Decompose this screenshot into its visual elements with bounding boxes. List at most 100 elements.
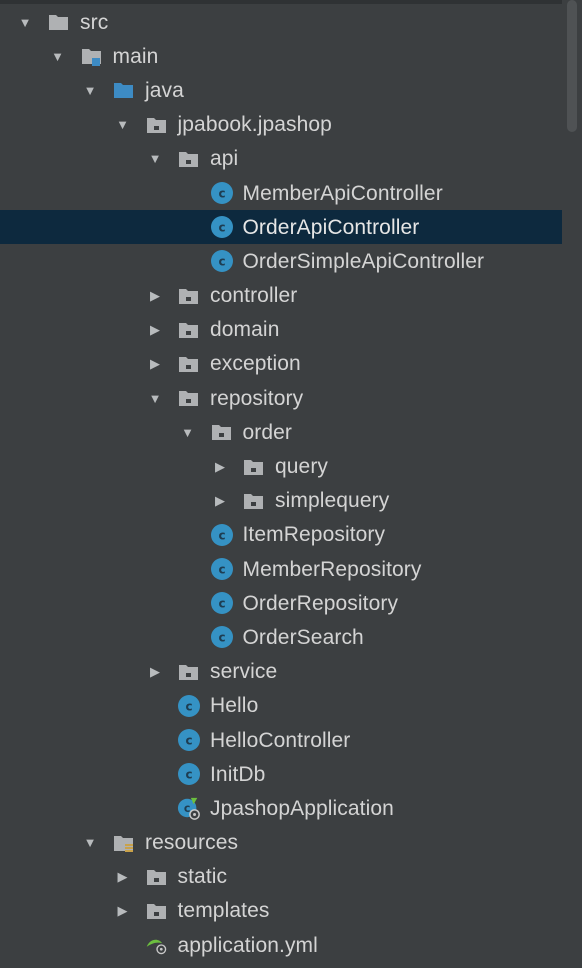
collapse-arrow-icon[interactable]: ▼ xyxy=(148,390,162,406)
package-icon xyxy=(177,660,201,684)
package-icon xyxy=(177,318,201,342)
tree-row[interactable]: ▼ order xyxy=(0,415,562,449)
class-icon: c xyxy=(177,762,201,786)
expand-arrow-icon[interactable]: ▶ xyxy=(215,459,225,475)
tree-row[interactable]: c OrderRepository xyxy=(0,586,562,620)
collapse-arrow-icon[interactable]: ▼ xyxy=(83,835,97,851)
tree-row-label: query xyxy=(275,455,329,479)
collapse-arrow-icon[interactable]: ▼ xyxy=(18,14,32,30)
tree-row[interactable]: c InitDb xyxy=(0,757,562,791)
tree-row-label: service xyxy=(210,660,278,684)
tree-row-label: JpashopApplication xyxy=(210,796,394,820)
expand-arrow-icon[interactable]: ▶ xyxy=(150,356,160,372)
svg-text:c: c xyxy=(218,255,225,269)
expand-arrow-icon[interactable]: ▶ xyxy=(150,288,160,304)
tree-row-label: controller xyxy=(210,284,298,308)
tree-row-label: OrderRepository xyxy=(242,591,399,615)
tree-row[interactable]: ▼java xyxy=(0,73,562,107)
package-icon xyxy=(177,352,201,376)
expand-arrow-icon[interactable]: ▶ xyxy=(215,493,225,509)
tree-row[interactable]: ▼ repository xyxy=(0,381,562,415)
tree-row-label: order xyxy=(242,420,293,444)
resources-folder-icon xyxy=(112,831,136,855)
package-icon xyxy=(210,420,234,444)
package-icon xyxy=(145,899,169,923)
svg-text:c: c xyxy=(185,699,192,713)
tree-row[interactable]: application.yml xyxy=(0,928,562,962)
class-icon: c xyxy=(210,215,234,239)
vertical-scrollbar[interactable] xyxy=(562,0,582,968)
tree-row-label: jpabook.jpashop xyxy=(177,113,332,137)
package-icon xyxy=(177,386,201,410)
collapse-arrow-icon[interactable]: ▼ xyxy=(148,151,162,167)
collapse-arrow-icon[interactable]: ▼ xyxy=(181,424,194,440)
source-folder-icon xyxy=(112,78,136,102)
tree-row[interactable]: ▶ exception xyxy=(0,347,562,381)
class-icon: c xyxy=(177,728,201,752)
svg-text:c: c xyxy=(218,563,225,577)
tree-row-label: application.yml xyxy=(177,933,318,957)
folder-icon xyxy=(47,10,71,34)
svg-text:c: c xyxy=(184,803,191,816)
tree-row[interactable]: c OrderSearch xyxy=(0,620,562,654)
collapse-arrow-icon[interactable]: ▼ xyxy=(83,82,97,98)
source-root-folder-icon xyxy=(80,44,104,68)
svg-text:c: c xyxy=(185,734,192,748)
package-icon xyxy=(145,865,169,889)
tree-row-label: ItemRepository xyxy=(242,523,386,547)
tree-row-label: InitDb xyxy=(210,762,266,786)
tree-row-label: domain xyxy=(210,318,280,342)
tree-row-label: simplequery xyxy=(275,489,390,513)
tree-row[interactable]: c JpashopApplication xyxy=(0,791,562,825)
tree-row-label: MemberApiController xyxy=(242,181,443,205)
class-icon: c xyxy=(210,557,234,581)
svg-text:c: c xyxy=(218,631,225,645)
tree-row[interactable]: ▼main xyxy=(0,39,562,73)
package-icon xyxy=(242,489,266,513)
class-icon: c xyxy=(210,181,234,205)
panel-top-border xyxy=(0,0,582,4)
tree-row[interactable]: ▶ domain xyxy=(0,313,562,347)
tree-row-label: resources xyxy=(145,831,239,855)
package-icon xyxy=(177,147,201,171)
expand-arrow-icon[interactable]: ▶ xyxy=(117,869,128,885)
tree-row-label: OrderSimpleApiController xyxy=(242,249,485,273)
tree-row-label: templates xyxy=(177,899,270,923)
tree-row[interactable]: ▼ jpabook.jpashop xyxy=(0,108,562,142)
tree-row[interactable]: ▼src xyxy=(0,5,562,39)
tree-row-label: exception xyxy=(210,352,301,376)
expand-arrow-icon[interactable]: ▶ xyxy=(117,903,128,919)
collapse-arrow-icon[interactable]: ▼ xyxy=(116,117,129,133)
scrollbar-thumb[interactable] xyxy=(567,0,577,132)
tree-row[interactable]: ▶ controller xyxy=(0,279,562,313)
tree-row[interactable]: c OrderApiController xyxy=(0,210,562,245)
tree-row-label: api xyxy=(210,147,239,171)
tree-row[interactable]: ▼ resources xyxy=(0,826,562,860)
tree-row-label: Hello xyxy=(210,694,259,718)
svg-text:c: c xyxy=(218,528,225,542)
tree-row[interactable]: ▶ templates xyxy=(0,894,562,928)
tree-row[interactable]: c OrderSimpleApiController xyxy=(0,244,562,278)
tree-row-label: OrderApiController xyxy=(242,215,420,239)
collapse-arrow-icon[interactable]: ▼ xyxy=(51,48,64,64)
tree-row[interactable]: c Hello xyxy=(0,689,562,723)
expand-arrow-icon[interactable]: ▶ xyxy=(150,322,160,338)
package-icon xyxy=(145,113,169,137)
svg-text:c: c xyxy=(218,597,225,611)
tree-row-label: OrderSearch xyxy=(242,625,364,649)
tree-row[interactable]: c ItemRepository xyxy=(0,518,562,552)
tree-row[interactable]: ▼ api xyxy=(0,142,562,176)
class-icon: c xyxy=(210,249,234,273)
tree-row[interactable]: c MemberApiController xyxy=(0,176,562,210)
tree-row-label: repository xyxy=(210,386,304,410)
tree-row[interactable]: ▶ query xyxy=(0,449,562,483)
tree-row[interactable]: ▶ service xyxy=(0,655,562,689)
tree-row[interactable]: ▶ simplequery xyxy=(0,484,562,518)
svg-text:c: c xyxy=(218,221,225,235)
tree-row[interactable]: ▶static xyxy=(0,860,562,894)
expand-arrow-icon[interactable]: ▶ xyxy=(150,664,160,680)
svg-text:c: c xyxy=(185,768,192,782)
